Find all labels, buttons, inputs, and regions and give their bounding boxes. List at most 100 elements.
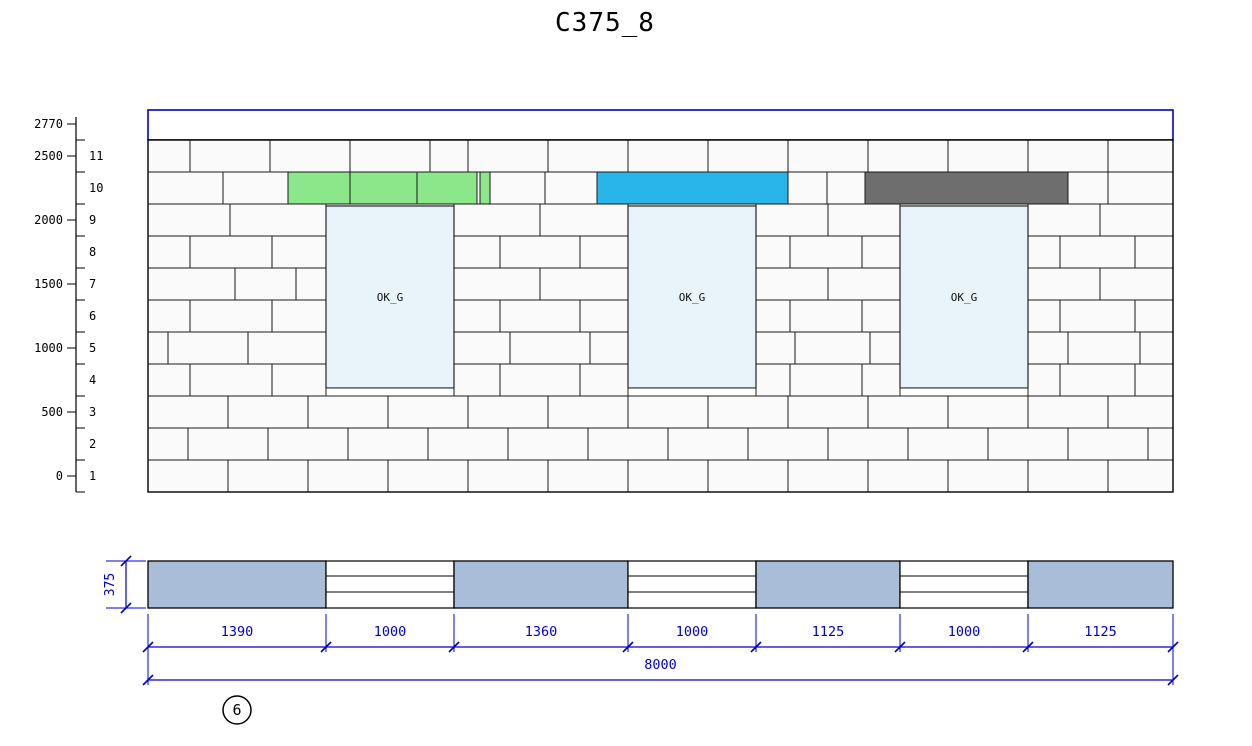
brick [579,235,629,269]
brick [787,139,869,173]
brick [429,139,469,173]
brick [827,203,901,237]
brick [1107,171,1174,205]
lintel-block-gray [864,171,1069,205]
elevation-label: 0 [56,469,63,483]
brick [947,459,1029,493]
brick [861,299,901,333]
brick [499,235,581,269]
brick [189,363,273,397]
brick [1027,299,1061,333]
section-marker-circle [222,695,252,725]
brick [147,363,191,397]
brick [755,363,791,397]
plan-opening-segment [627,560,757,609]
brick [794,331,871,365]
elevation-label: 2500 [34,149,63,163]
plan-opening-segment [899,560,1029,609]
plan-wall-segment [453,560,629,609]
elevation-label: 2000 [34,213,63,227]
brick [307,459,389,493]
brick [347,427,429,461]
segment-dimension-label: 1125 [1084,624,1117,640]
brick [1027,139,1109,173]
brick [167,331,249,365]
brick [827,427,909,461]
brick [627,395,709,429]
brick [271,235,327,269]
brick [667,427,749,461]
brick [507,427,589,461]
drawing-title: C375_8 [555,8,655,38]
brick [147,299,191,333]
elevation-label: 500 [41,405,63,419]
brick [453,235,501,269]
course-number-label: 4 [89,373,96,387]
course-number-label: 3 [89,405,96,419]
thickness-dim-label: 375 [103,573,118,596]
brick [1067,171,1109,205]
window-opening [325,205,455,389]
brick [547,395,629,429]
course-number-label: 11 [89,149,103,163]
window-label: OK_G [377,291,404,304]
segment-dimension-tick [1022,641,1034,653]
brick [453,267,541,301]
window-label: OK_G [951,291,978,304]
brick [1027,395,1109,429]
window-opening [899,205,1029,389]
brick [269,139,351,173]
lintel-block-green [416,171,478,205]
brick [234,267,297,301]
lintel-block-green [349,171,418,205]
thickness-dim-tick [120,602,132,614]
brick [755,235,791,269]
brick [387,459,469,493]
lintel-block-green [479,171,491,205]
brick [869,331,901,365]
brick [1059,363,1136,397]
brick [867,459,949,493]
brick [147,331,169,365]
wall-outline [147,139,1174,493]
brick [147,395,229,429]
brick [499,299,581,333]
brick [755,203,829,237]
brick [1067,331,1141,365]
segment-dimension-tick [622,641,634,653]
brick [907,427,989,461]
brick [453,203,541,237]
brick [499,363,581,397]
brick [295,267,327,301]
segment-dimension-label: 1125 [812,624,845,640]
lintel-block-green [287,171,351,205]
brick [787,395,869,429]
brick [271,299,327,333]
brick [1027,203,1101,237]
brick [1147,427,1174,461]
course-number-label: 8 [89,245,96,259]
brick [755,331,796,365]
brick [509,331,591,365]
brick [755,299,791,333]
top-band [147,109,1174,141]
brick [467,139,549,173]
brick [1059,299,1136,333]
thickness-dim-tick [120,555,132,567]
brick [547,459,629,493]
brick [189,235,273,269]
brick [189,139,271,173]
window-opening [627,205,757,389]
segment-dimension-label: 1390 [221,624,254,640]
brick [747,427,829,461]
brick [271,363,327,397]
brick [187,427,269,461]
brick [147,139,191,173]
brick [787,171,828,205]
brick [1134,235,1174,269]
plan-wall-segment [1027,560,1174,609]
brick [147,427,189,461]
brick [579,299,629,333]
